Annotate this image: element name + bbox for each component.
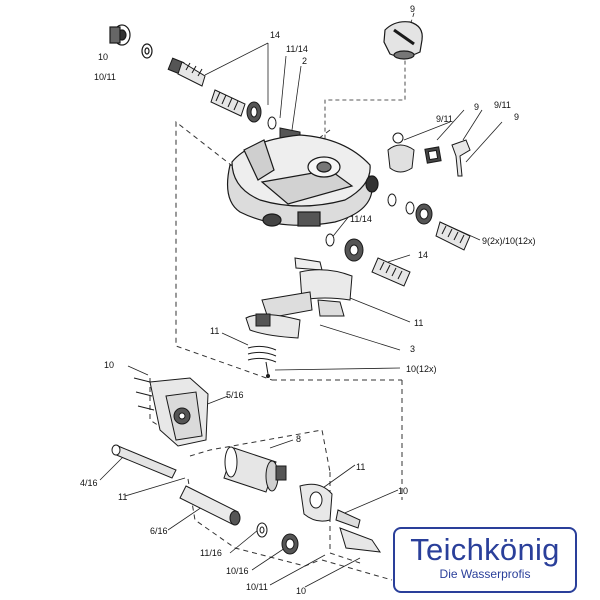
part-nut-14-mid (344, 238, 364, 262)
part-spring-11-left (247, 345, 277, 378)
part-washer-10-11-topleft (141, 43, 153, 59)
label-9-11-b: 9/11 (494, 100, 511, 110)
label-5-16: 5/16 (226, 390, 244, 400)
part-hose-nozzle-9-2x (435, 221, 471, 251)
label-10-bottom: 10 (296, 586, 306, 596)
part-bracket-11-lower (299, 483, 361, 529)
part-clip-10-lower (339, 527, 382, 553)
part-valve-cluster-9 (387, 132, 471, 177)
label-11-right: 11 (414, 318, 423, 328)
part-impeller-mechanism-3 (245, 257, 353, 339)
brand-logo: Teichkönig Die Wasserprofis (393, 527, 577, 593)
label-11-16: 11/16 (200, 548, 222, 558)
part-number-labels: 10 10/11 14 11/14 2 9 9/11 9 9/11 9 11/1… (80, 4, 536, 596)
part-seal-11-14-top (267, 116, 277, 130)
label-14-top: 14 (270, 30, 280, 40)
part-hose-nozzle-2 (210, 89, 262, 123)
label-11-lower: 11 (356, 462, 365, 472)
part-knob-9 (383, 21, 423, 60)
label-11-left: 11 (210, 326, 219, 336)
label-6-16: 6/16 (150, 526, 168, 536)
label-3: 3 (410, 344, 415, 354)
part-shaft-4-16 (111, 444, 177, 479)
label-10-lower: 10 (398, 486, 408, 496)
part-main-housing (227, 134, 379, 227)
label-4-16: 4/16 (80, 478, 98, 488)
label-14-mid: 14 (418, 250, 428, 260)
label-9-11-a: 9/11 (436, 114, 453, 124)
label-9-b: 9 (514, 112, 519, 122)
part-sleeve-6-16 (179, 485, 241, 526)
part-nut-10-16 (281, 533, 299, 555)
label-11-shaft: 11 (118, 492, 127, 502)
label-11-14-mid: 11/14 (350, 214, 372, 224)
part-washer-11-16 (256, 522, 268, 538)
part-motor-8 (223, 446, 287, 493)
label-9-2x-10-12x: 9(2x)/10(12x) (482, 236, 536, 246)
label-2: 2 (302, 56, 307, 66)
label-10-16: 10/16 (226, 566, 249, 576)
label-9-knob: 9 (410, 4, 415, 14)
label-11-14-top: 11/14 (286, 44, 308, 54)
label-9-a: 9 (474, 102, 479, 112)
brand-name: Teichkönig (410, 532, 560, 567)
part-nut-10-topleft (109, 24, 131, 46)
part-washer-11-14-mid (387, 193, 415, 215)
label-10-12x: 10(12x) (406, 364, 437, 374)
brand-tagline: Die Wasserprofis (439, 567, 531, 581)
part-motor-housing-5-16 (133, 377, 209, 447)
label-10-topleft: 10 (98, 52, 108, 62)
leader-lines (99, 12, 503, 588)
label-10-motor: 10 (104, 360, 114, 370)
label-8: 8 (296, 434, 301, 444)
part-hose-nozzle-14-top (167, 57, 206, 87)
part-washer-11-14-low (325, 233, 335, 247)
label-10-11-topleft: 10/11 (94, 72, 116, 82)
label-10-11-bottom: 10/11 (246, 582, 268, 592)
part-hose-nozzle-14-mid (371, 257, 411, 287)
part-nut-9-2x (415, 203, 433, 225)
